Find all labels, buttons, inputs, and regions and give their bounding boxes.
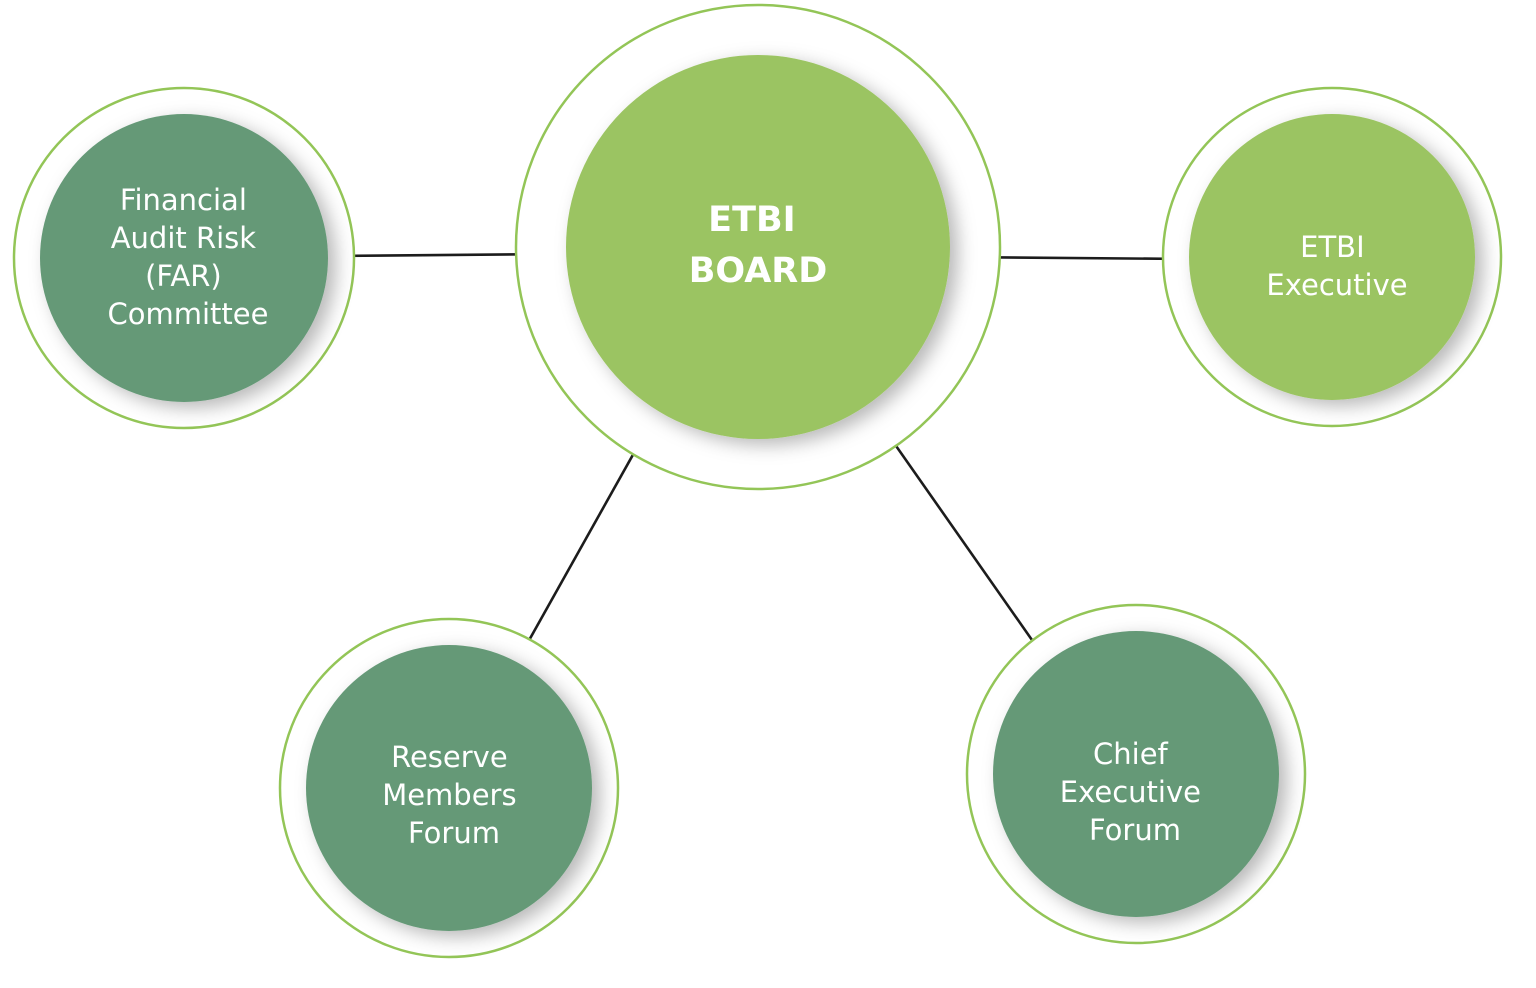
reserve-circle: [306, 645, 592, 931]
board-label-line-1: ETBI: [708, 200, 795, 240]
executive-circle: [1189, 114, 1475, 400]
board-circle: [566, 55, 950, 439]
chief-label-line-2: Executive: [1060, 775, 1201, 809]
far-label: Financial Audit Risk (FAR) Committee: [108, 183, 269, 331]
chief-label-line-3: Forum: [1089, 813, 1181, 847]
node-etbi-executive: ETBI Executive: [1161, 86, 1503, 428]
reserve-label-line-1: Reserve: [391, 740, 508, 774]
node-reserve-members-forum: Reserve Members Forum: [278, 617, 620, 959]
executive-label-line-1: ETBI: [1300, 230, 1365, 264]
far-circle: [40, 114, 328, 402]
far-label-line-1: Financial: [120, 183, 247, 217]
executive-label: ETBI Executive: [1266, 230, 1407, 302]
far-label-line-2: Audit Risk: [111, 221, 257, 255]
chief-label: Chief Executive Forum: [1060, 737, 1210, 847]
executive-label-line-2: Executive: [1266, 268, 1407, 302]
reserve-label-line-2: Members: [382, 778, 516, 812]
node-chief-executive-forum: Chief Executive Forum: [965, 603, 1307, 945]
node-etbi-board: ETBI BOARD: [514, 3, 1002, 491]
node-far-committee: Financial Audit Risk (FAR) Committee: [12, 86, 356, 430]
chief-label-line-1: Chief: [1093, 737, 1169, 771]
board-label: ETBI BOARD: [689, 200, 828, 291]
far-label-line-4: Committee: [108, 297, 269, 331]
board-label-line-2: BOARD: [689, 251, 828, 291]
chief-circle: [993, 631, 1279, 917]
reserve-label-line-3: Forum: [408, 816, 500, 850]
reserve-label: Reserve Members Forum: [382, 740, 526, 850]
far-label-line-3: (FAR): [145, 259, 222, 293]
